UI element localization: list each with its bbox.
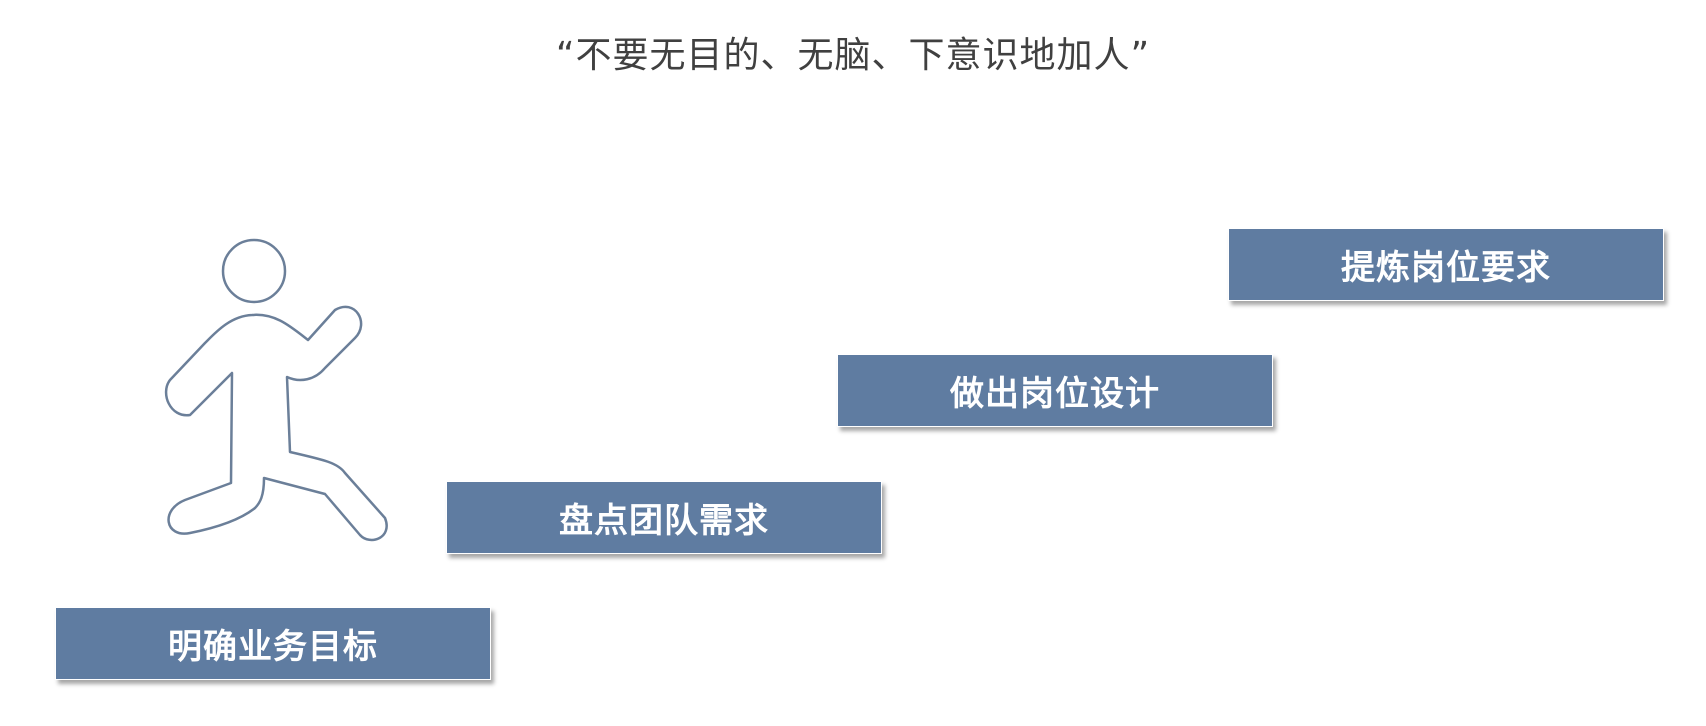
step-2-box: 盘点团队需求 <box>446 481 882 554</box>
step-4-box: 提炼岗位要求 <box>1228 228 1664 301</box>
step-4-label: 提炼岗位要求 <box>1341 248 1551 288</box>
step-3-label: 做出岗位设计 <box>950 374 1160 414</box>
step-3-box: 做出岗位设计 <box>837 354 1273 427</box>
page-title: “不要无目的、无脑、下意识地加人” <box>555 35 1151 76</box>
step-1-label: 明确业务目标 <box>168 627 378 667</box>
step-2-label: 盘点团队需求 <box>559 501 769 541</box>
running-person-icon <box>164 238 388 542</box>
step-1-box: 明确业务目标 <box>55 607 491 680</box>
